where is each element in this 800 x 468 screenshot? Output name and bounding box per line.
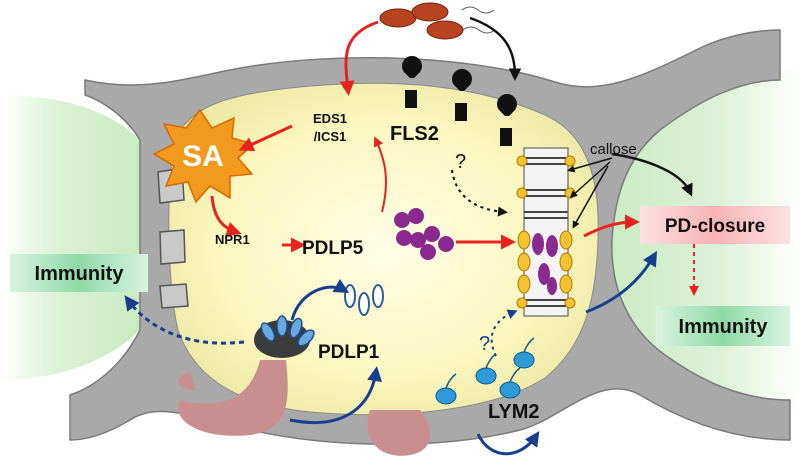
left-plasmodesmata [157,167,189,309]
pdlp5-label: PDLP5 [302,238,364,259]
pd-closure-label: PD-closure [665,216,765,237]
black-arrows [451,16,693,229]
eds1-label: EDS1 [313,111,347,126]
blue-arrows [124,250,658,456]
lym2-stalks [445,337,535,389]
callose-label: callose [590,141,637,158]
fls2-receptors [402,55,517,146]
right-plasmodesmata [516,147,576,317]
haustoria [177,360,430,456]
lym2-label: LYM2 [488,401,540,423]
fls2-label: FLS2 [390,123,439,145]
sa-burst [152,108,256,204]
pdlp1-membrane-proteins [260,315,315,347]
pd-closure-box [640,206,790,244]
question-mark-bottom: ? [479,333,490,355]
sa-label: SA [182,140,224,173]
npr1-label: NPR1 [215,232,250,247]
immunity-label-right: Immunity [679,316,769,338]
lym2-proteins [435,351,535,405]
pdlp5-cluster [394,208,454,260]
red-arrows [210,20,699,296]
question-mark-top: ? [455,151,466,173]
immunity-box-right [656,306,790,346]
immunity-label-left: Immunity [35,263,125,285]
ics1-label: /ICS1 [314,129,347,144]
immunity-box-left [10,254,148,292]
pdlp1-cluster [344,284,384,316]
bacteria [379,2,496,40]
pdlp1-label: PDLP1 [318,342,380,363]
left-neighbor-cell [0,95,140,380]
